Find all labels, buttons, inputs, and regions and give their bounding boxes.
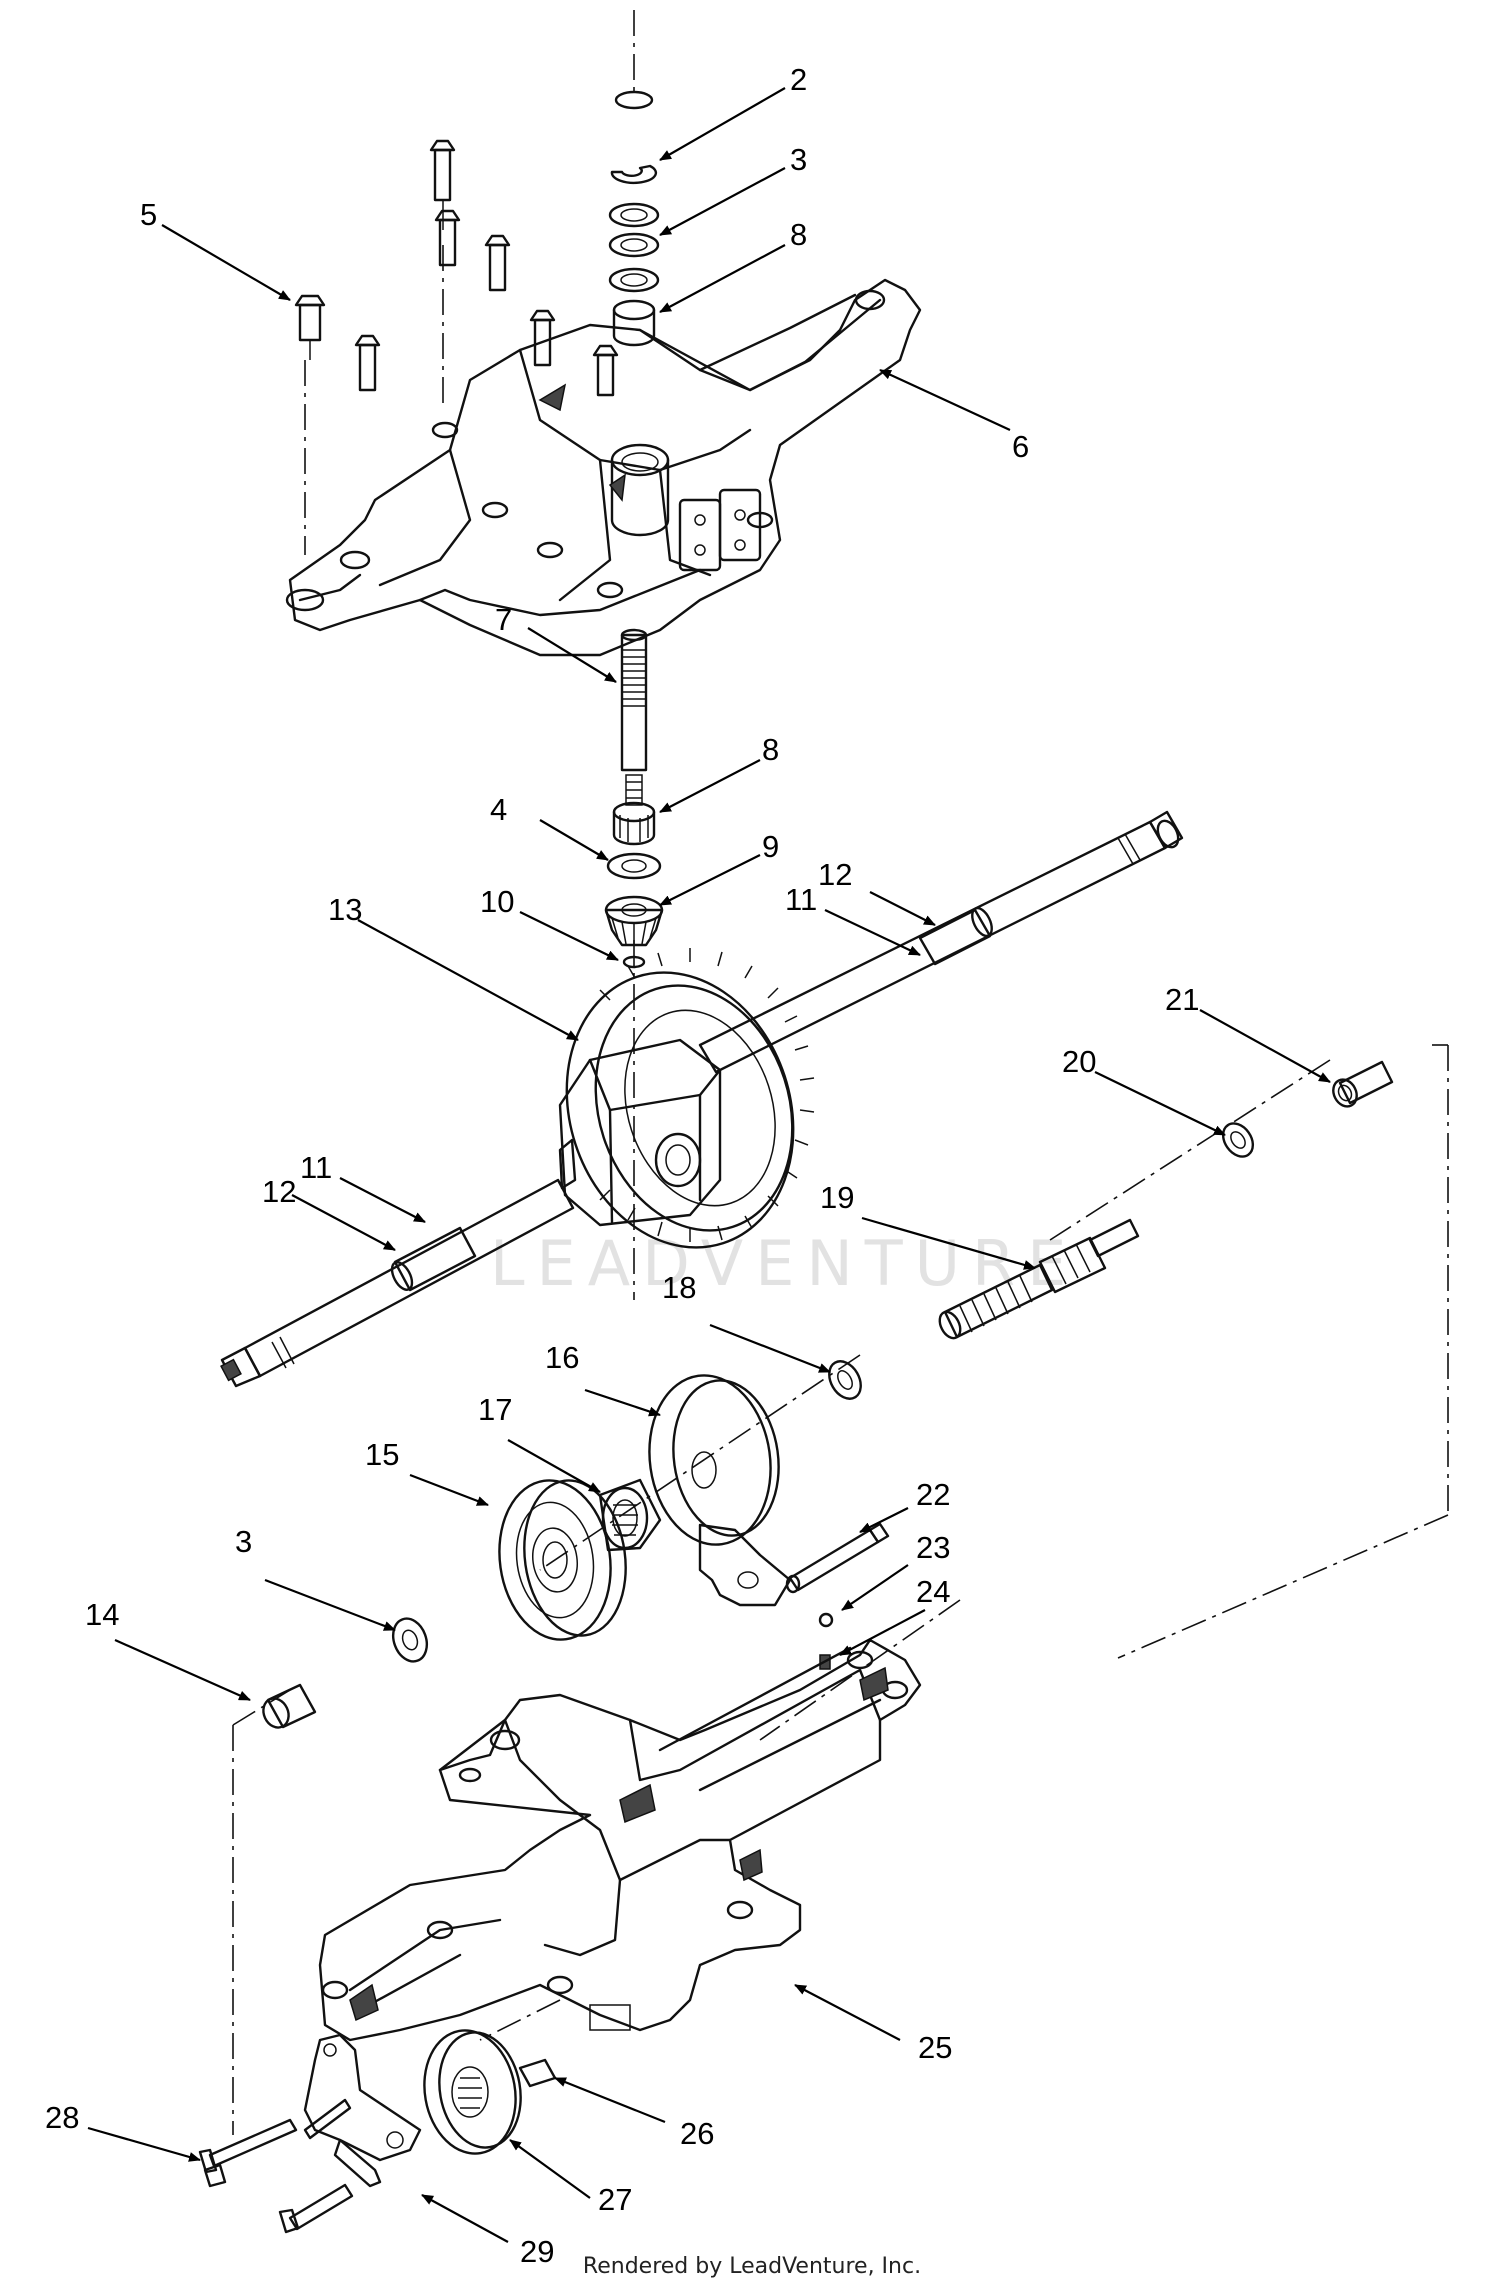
callout-12-right: 12 bbox=[818, 857, 852, 892]
callout-2: 2 bbox=[790, 62, 807, 97]
callout-16: 16 bbox=[545, 1340, 579, 1375]
callout-26: 26 bbox=[680, 2116, 714, 2151]
callout-3-lower: 3 bbox=[235, 1524, 252, 1559]
callout-21: 21 bbox=[1165, 982, 1199, 1017]
center-lines bbox=[232, 10, 1449, 2135]
differential-ring-gear bbox=[558, 948, 815, 1249]
callout-29: 29 bbox=[520, 2234, 554, 2269]
callout-28: 28 bbox=[45, 2100, 79, 2135]
callout-14: 14 bbox=[85, 1597, 119, 1632]
bolt bbox=[354, 334, 381, 392]
callout-22: 22 bbox=[916, 1477, 950, 1512]
lower-lever-assembly bbox=[198, 2029, 557, 2234]
callout-labels: 2 3 8 5 6 7 8 4 9 10 13 11 12 21 20 11 1… bbox=[45, 62, 1199, 2269]
shift-parts bbox=[785, 1522, 890, 1670]
callout-17: 17 bbox=[478, 1392, 512, 1427]
callout-15: 15 bbox=[365, 1437, 399, 1472]
callout-20: 20 bbox=[1062, 1044, 1096, 1079]
bolt bbox=[592, 344, 619, 397]
callout-19: 19 bbox=[820, 1180, 854, 1215]
bolt bbox=[484, 234, 511, 292]
callout-4: 4 bbox=[490, 792, 507, 827]
upper-housing bbox=[285, 278, 922, 657]
callout-23: 23 bbox=[916, 1530, 950, 1565]
leader-arrows bbox=[87, 87, 1331, 2243]
callout-25: 25 bbox=[918, 2030, 952, 2065]
callout-11-left: 11 bbox=[300, 1150, 332, 1185]
housing-bolts bbox=[294, 139, 619, 397]
bolt bbox=[434, 209, 461, 267]
footer-credit: Rendered by LeadVenture, Inc. bbox=[0, 2254, 1500, 2279]
bolt bbox=[429, 139, 456, 230]
callout-3-top: 3 bbox=[790, 142, 807, 177]
lower-housing bbox=[318, 1638, 922, 2042]
lower-washer-bushing bbox=[262, 1617, 429, 1729]
callout-18: 18 bbox=[662, 1270, 696, 1305]
input-shaft-stack bbox=[608, 90, 660, 347]
countershaft-parts bbox=[828, 1060, 1394, 1400]
input-shaft bbox=[620, 628, 648, 806]
bolt bbox=[529, 309, 556, 367]
callout-27: 27 bbox=[598, 2182, 632, 2217]
callout-10: 10 bbox=[480, 884, 514, 919]
callout-12-left: 12 bbox=[262, 1174, 296, 1209]
callout-11-right: 11 bbox=[785, 882, 817, 917]
watermark: LEADVENTURE bbox=[490, 1227, 1078, 1300]
footer-text: Rendered by LeadVenture, Inc. bbox=[582, 2254, 922, 2279]
callout-13: 13 bbox=[328, 892, 362, 927]
callout-6: 6 bbox=[1012, 429, 1029, 464]
callout-8-top: 8 bbox=[790, 217, 807, 252]
callout-7: 7 bbox=[495, 602, 512, 637]
callout-8-lower: 8 bbox=[762, 732, 779, 767]
callout-24: 24 bbox=[916, 1574, 950, 1609]
brake-and-pulley bbox=[498, 1374, 792, 1641]
pinion-stack bbox=[604, 801, 664, 969]
bolt bbox=[294, 294, 326, 360]
callout-5: 5 bbox=[140, 197, 157, 232]
callout-9: 9 bbox=[762, 829, 779, 864]
